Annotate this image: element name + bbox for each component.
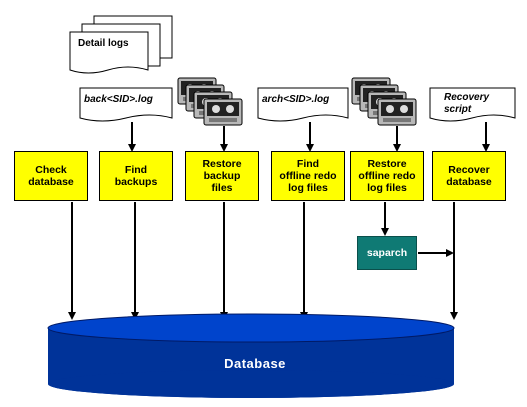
tape-cartridge-icon bbox=[177, 77, 243, 126]
recovery-script-label: Recovery script bbox=[444, 92, 490, 115]
saparch-box: saparch bbox=[357, 236, 417, 270]
step-check-database: Check database bbox=[14, 151, 88, 201]
recovery-script-document-icon bbox=[429, 87, 516, 122]
detail-logs-label: Detail logs bbox=[78, 38, 129, 49]
step-recover-database: Recover database bbox=[432, 151, 506, 201]
backup-log-document-icon bbox=[79, 87, 173, 122]
step-restore-offline-redo-log-files: Restore offline redo log files bbox=[350, 151, 424, 201]
database-label: Database bbox=[224, 356, 286, 371]
archive-log-label: arch<SID>.log bbox=[262, 94, 330, 105]
archive-log-document-icon bbox=[257, 87, 349, 122]
backup-log-label: back<SID>.log bbox=[84, 94, 153, 105]
step-find-offline-redo-log-files: Find offline redo log files bbox=[271, 151, 345, 201]
step-restore-backup-files: Restore backup files bbox=[185, 151, 259, 201]
tape-cartridge-icon bbox=[351, 77, 417, 126]
stacked-documents-icon bbox=[69, 15, 173, 74]
database-cylinder-icon bbox=[47, 313, 455, 398]
step-find-backups: Find backups bbox=[99, 151, 173, 201]
